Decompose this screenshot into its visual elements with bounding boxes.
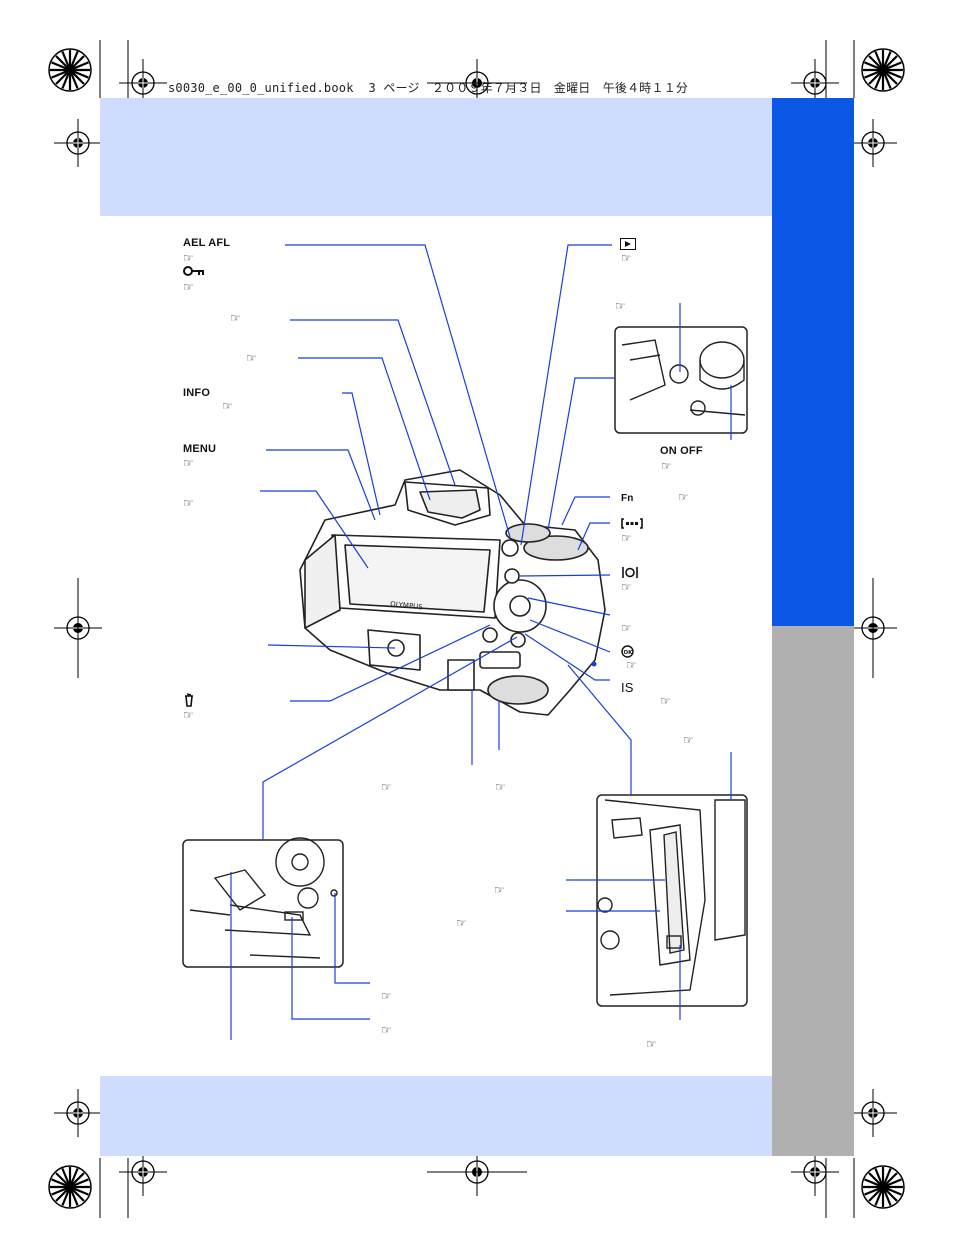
reference-icon: ☞ [381, 780, 392, 794]
svg-text:OLYMPUS: OLYMPUS [390, 600, 424, 611]
reference-icon: ☞ [615, 299, 626, 313]
label-menu: MENU [183, 443, 217, 455]
key-lock-icon [183, 265, 205, 280]
label-info: INFO [183, 387, 211, 399]
playback-icon [620, 238, 636, 253]
registration-star-icon [47, 47, 93, 93]
svg-text:OK: OK [624, 650, 634, 656]
header-text: s0030_e_00_0_unified.book 3 ページ ２００９年７月３… [168, 79, 688, 96]
registration-star-icon [860, 47, 906, 93]
label-ael-afl: AEL AFL [183, 237, 231, 249]
reference-icon: ☞ [183, 456, 194, 470]
reference-icon: ☞ [183, 708, 194, 722]
label-on-off: ON OFF [660, 445, 703, 457]
side-tab-blue [772, 98, 854, 626]
reference-icon: ☞ [495, 780, 506, 794]
side-tab-gray [772, 626, 854, 1156]
header-page-info: 3 ページ ２００９年７月３日 金曜日 午後４時１１分 [368, 81, 689, 95]
reference-icon: ☞ [621, 580, 632, 594]
reference-icon: ☞ [183, 251, 194, 265]
reference-icon: ☞ [183, 280, 194, 294]
reference-icon: ☞ [660, 694, 671, 708]
reference-icon: ☞ [494, 883, 505, 897]
registration-star-icon [860, 1164, 906, 1210]
reference-icon: ☞ [456, 916, 467, 930]
top-band [100, 98, 772, 216]
reference-icon: ☞ [661, 459, 672, 473]
bottom-band [100, 1076, 772, 1156]
af-target-icon [621, 518, 643, 532]
reference-icon: ☞ [222, 399, 233, 413]
reference-icon: ☞ [381, 1023, 392, 1037]
reference-icon: ☞ [646, 1037, 657, 1051]
label-is: IS [621, 680, 634, 695]
reference-icon: ☞ [626, 658, 637, 672]
reference-icon: ☞ [381, 989, 392, 1003]
registration-star-icon [47, 1164, 93, 1210]
reference-icon: ☞ [678, 490, 689, 504]
label-fn: Fn [621, 493, 634, 504]
header-filename: s0030_e_00_0_unified.book [168, 81, 354, 95]
reference-icon: ☞ [183, 496, 194, 510]
reference-icon: ☞ [621, 621, 632, 635]
metering-icon [621, 566, 639, 582]
reference-icon: ☞ [621, 251, 632, 265]
delete-icon [183, 693, 195, 710]
reference-icon: ☞ [621, 531, 632, 545]
reference-icon: ☞ [246, 351, 257, 365]
reference-icon: ☞ [683, 733, 694, 747]
reference-icon: ☞ [230, 311, 241, 325]
ok-icon: OK [621, 645, 634, 661]
